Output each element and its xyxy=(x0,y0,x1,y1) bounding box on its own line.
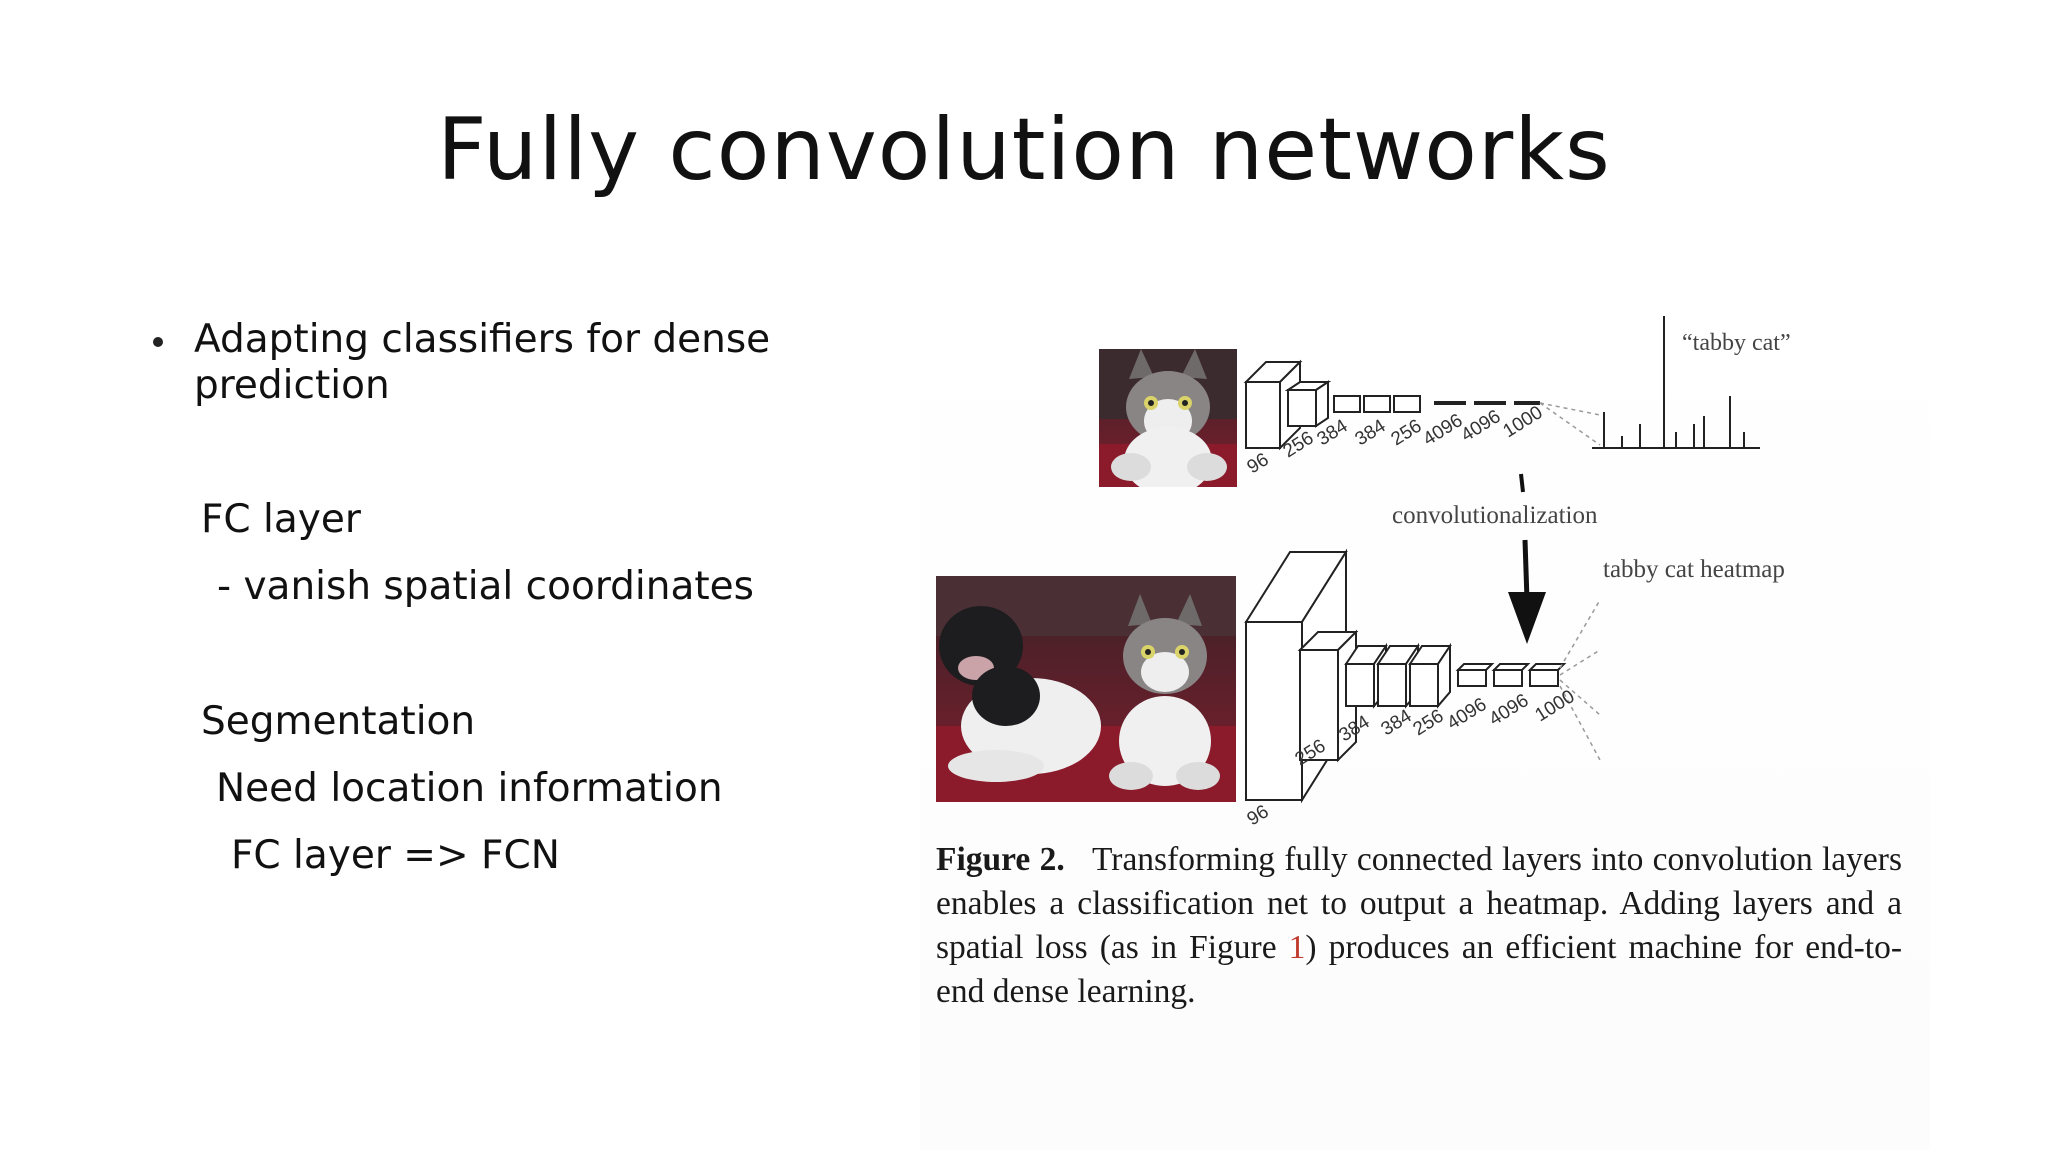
cat-photo xyxy=(1099,349,1237,487)
bullet-line-1: Adapting classifiers for dense xyxy=(194,317,771,362)
bullet-dot xyxy=(153,337,163,347)
seg-heading: Segmentation xyxy=(201,699,476,744)
top-layer-label-3: 384 xyxy=(1352,415,1390,450)
caption-lead: Figure 2. xyxy=(936,841,1065,878)
figure-caption: Figure 2. Transforming fully connected l… xyxy=(936,838,1902,1014)
bottom-layer-label-0: 96 xyxy=(1244,801,1273,830)
class-label: “tabby cat” xyxy=(1682,330,1791,356)
bottom-layer-label-7: 1000 xyxy=(1532,686,1579,726)
top-layer-label-0: 96 xyxy=(1244,449,1273,478)
slide-title: Fully convolution networks xyxy=(437,100,1611,200)
seg-line-2: FC layer => FCN xyxy=(231,833,560,878)
bullet-line-2: prediction xyxy=(194,363,390,408)
bottom-layer-label-5: 4096 xyxy=(1444,694,1491,734)
bottom-layer-label-4: 256 xyxy=(1410,706,1448,741)
arrow-label: convolutionalization xyxy=(1392,502,1598,529)
heatmap-label: tabby cat heatmap xyxy=(1603,556,1785,583)
bottom-layer-label-6: 4096 xyxy=(1486,690,1533,730)
caption-text-2: ) produces an efficient machine for end-… xyxy=(936,929,1902,1010)
dog-cat-photo xyxy=(936,576,1236,802)
dog-cat-illustration xyxy=(936,576,1236,802)
top-layer-label-7: 1000 xyxy=(1500,402,1547,442)
seg-line-1: Need location information xyxy=(216,766,723,811)
fc-heading: FC layer xyxy=(201,497,361,542)
top-layer-label-6: 4096 xyxy=(1458,406,1505,446)
fc-detail: - vanish spatial coordinates xyxy=(217,564,754,609)
cat-illustration xyxy=(1099,349,1237,487)
caption-text-1: Transforming fully connected layers into… xyxy=(936,841,1902,966)
figure-reference-link[interactable]: 1 xyxy=(1288,929,1306,966)
